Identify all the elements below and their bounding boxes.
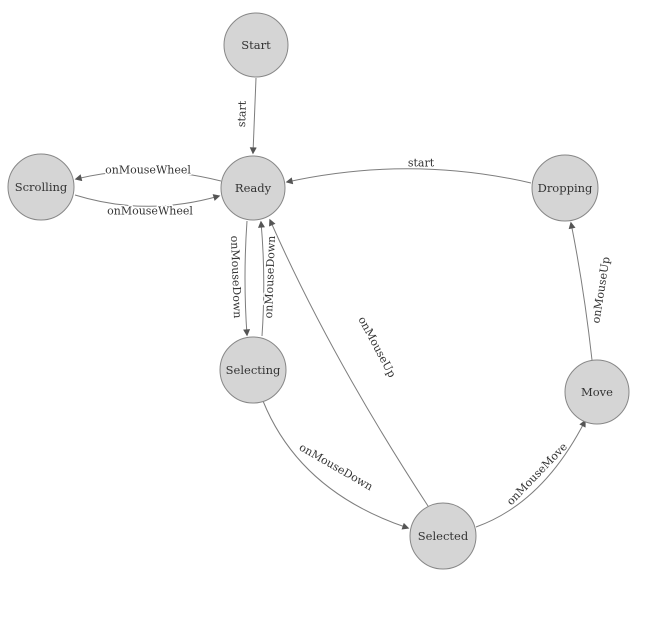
state-circle-selecting[interactable] — [219, 336, 287, 404]
state-circle-move[interactable] — [564, 359, 630, 425]
transition-label-start-ready: start — [235, 100, 249, 127]
transition-selecting-selected[interactable] — [262, 400, 410, 530]
state-node-ready[interactable]: Ready — [220, 155, 286, 221]
transition-label-ready-selecting: onMouseDown — [228, 235, 244, 318]
transition-label-ready-scrolling: onMouseWheel — [105, 164, 191, 177]
transition-selecting-ready[interactable] — [258, 220, 265, 337]
state-circle-scrolling[interactable] — [7, 153, 75, 221]
state-circle-selected[interactable] — [409, 502, 477, 570]
transition-move-dropping[interactable] — [568, 221, 593, 361]
state-node-dropping[interactable]: Dropping — [531, 154, 599, 222]
state-label-selected: Selected — [418, 529, 469, 543]
transition-selected-ready[interactable] — [269, 218, 429, 507]
state-label-ready: Ready — [235, 181, 272, 195]
state-circle-start[interactable] — [223, 12, 289, 78]
transition-label-selecting-selected: onMouseDown — [297, 441, 375, 494]
state-label-dropping: Dropping — [538, 181, 593, 195]
state-label-move: Move — [581, 385, 613, 399]
state-node-selecting[interactable]: Selecting — [219, 336, 287, 404]
transition-label-selected-ready: onMouseUp — [355, 314, 398, 379]
transition-ready-scrolling[interactable] — [74, 170, 222, 182]
state-label-scrolling: Scrolling — [15, 180, 68, 194]
state-circle-ready[interactable] — [220, 155, 286, 221]
transition-selected-move[interactable] — [475, 419, 586, 528]
state-node-selected[interactable]: Selected — [409, 502, 477, 570]
edges-layer — [74, 77, 593, 530]
transition-label-move-dropping: onMouseUp — [589, 256, 612, 324]
state-node-move[interactable]: Move — [564, 359, 630, 425]
state-label-selecting: Selecting — [226, 363, 281, 377]
transition-scrolling-ready[interactable] — [74, 194, 221, 207]
state-circle-dropping[interactable] — [531, 154, 599, 222]
state-label-start: Start — [241, 38, 271, 52]
transition-ready-selecting[interactable] — [243, 220, 251, 337]
state-node-scrolling[interactable]: Scrolling — [7, 153, 75, 221]
state-node-start[interactable]: Start — [223, 12, 289, 78]
transition-dropping-ready[interactable] — [285, 168, 532, 185]
transition-label-selected-move: onMouseMove — [504, 440, 570, 508]
transition-start-ready[interactable] — [249, 77, 257, 155]
transition-label-scrolling-ready: onMouseWheel — [107, 205, 193, 218]
transition-label-dropping-ready: start — [408, 157, 435, 170]
edge-labels-layer: start onMouseWheel onMouseWheel start onMous… — [104, 99, 615, 510]
transition-label-selecting-ready: onMouseDown — [262, 235, 278, 318]
